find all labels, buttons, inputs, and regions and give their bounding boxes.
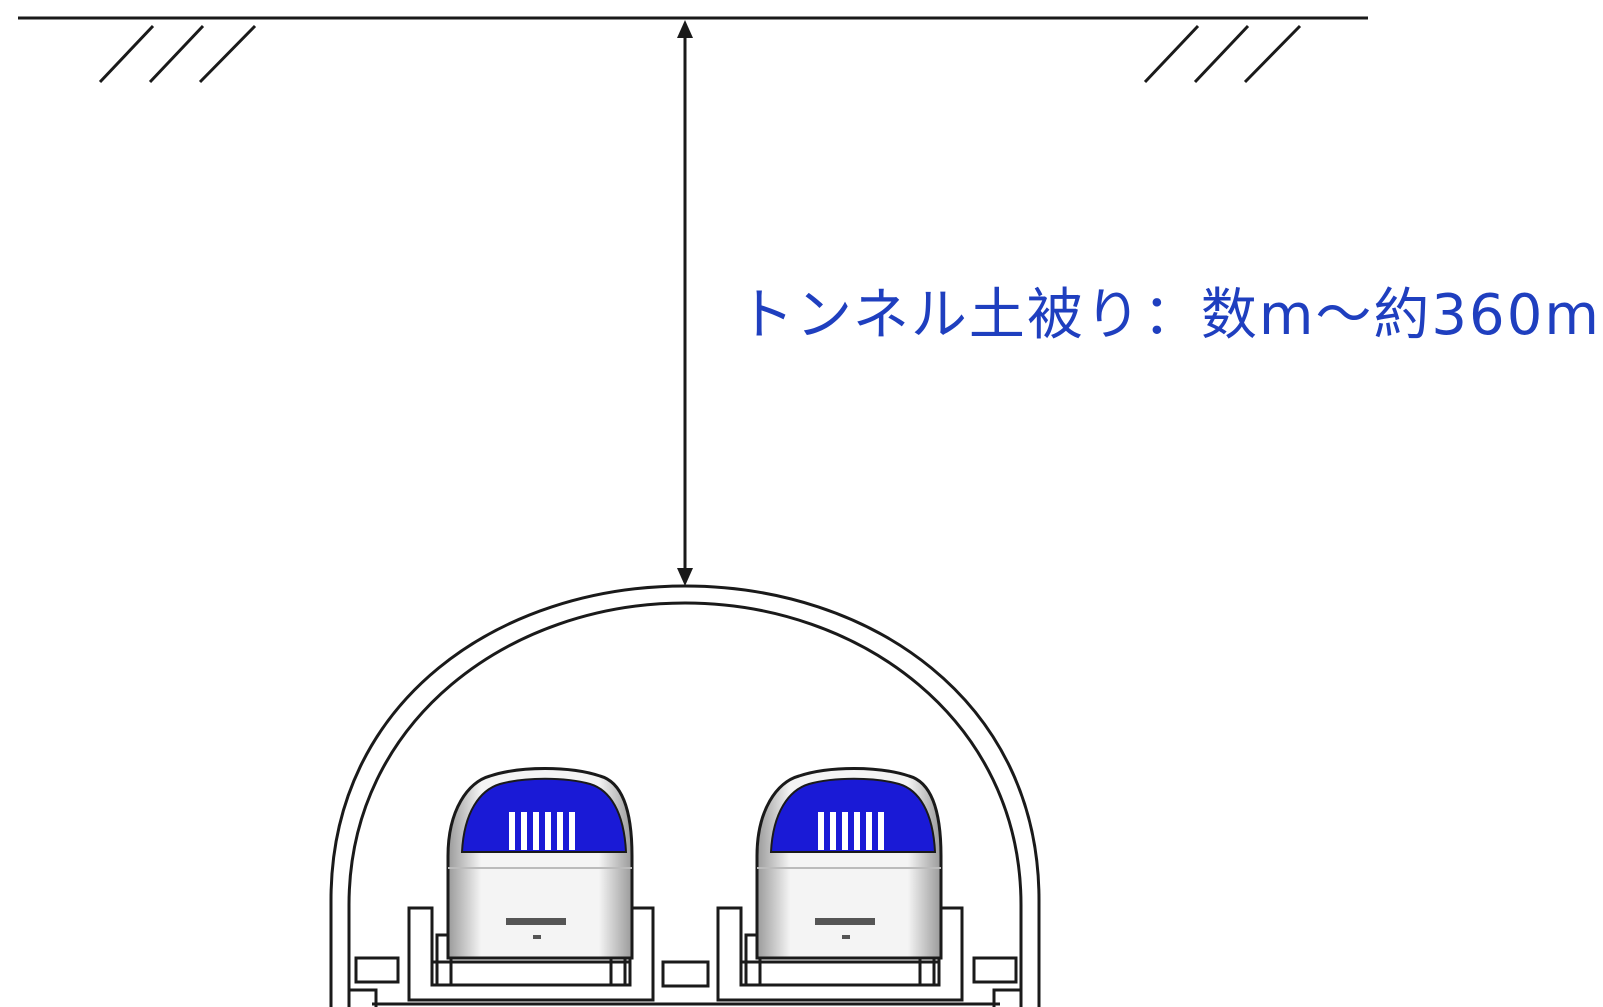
- double-arrow-icon: [677, 20, 693, 586]
- tunnel-lining: [329, 584, 1041, 1007]
- train-front-icon: [446, 767, 634, 960]
- ground-hatch-icon: [1143, 24, 1302, 84]
- ground-hatch-icon: [98, 24, 257, 84]
- tunnel-cover-depth-label: トンネル土被り：数m～約360m: [738, 283, 1601, 348]
- train-front-icon: [755, 767, 943, 960]
